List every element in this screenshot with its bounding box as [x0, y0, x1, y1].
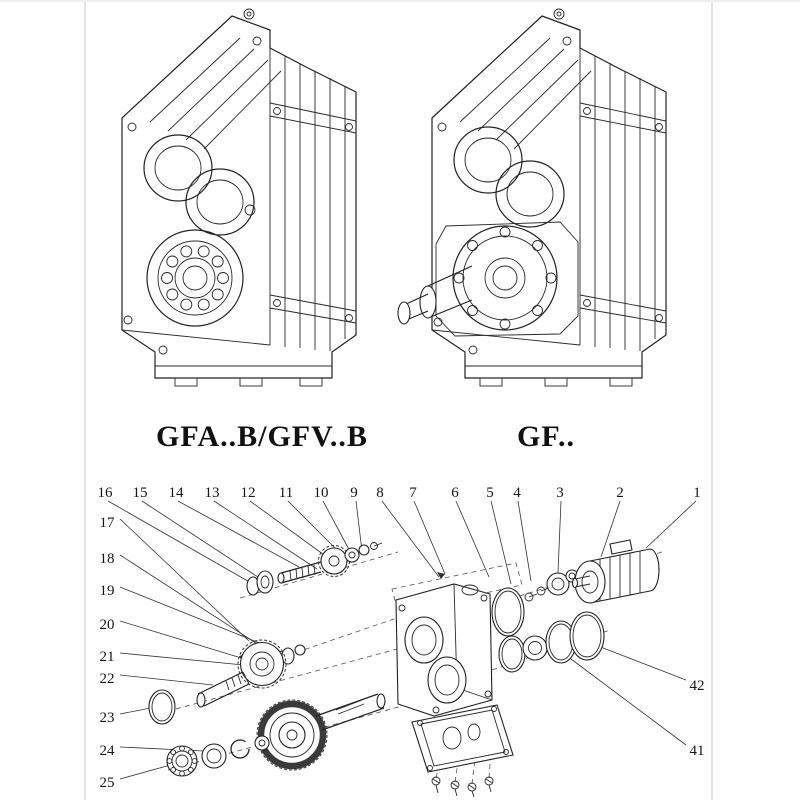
- output-shaft: [397, 265, 473, 325]
- gearbox-gfab-drawing: [121, 8, 357, 387]
- part-number-7: 7: [409, 485, 417, 501]
- gearbox-gf-drawing: [397, 8, 667, 387]
- part-number-41: 41: [690, 743, 705, 759]
- part-number-6: 6: [451, 485, 459, 501]
- gasket-and-screws: [411, 704, 514, 798]
- part-number-24: 24: [100, 743, 116, 759]
- part-number-8: 8: [376, 485, 384, 501]
- part-number-12: 12: [241, 485, 256, 501]
- gear-housing: [395, 583, 493, 717]
- part-number-4: 4: [513, 485, 521, 501]
- part-number-2: 2: [616, 485, 624, 501]
- motor: [571, 539, 660, 604]
- leader-lines: [107, 500, 697, 780]
- output-gear-assembly: [256, 693, 386, 771]
- model-label-gfab: GFA..B/GFV..B: [156, 420, 368, 453]
- part-number-19: 19: [100, 583, 115, 599]
- part-number-18: 18: [100, 551, 115, 567]
- part-number-25: 25: [100, 775, 115, 791]
- bearing-balls: [161, 245, 229, 311]
- part-number-15: 15: [133, 485, 148, 501]
- part-number-42: 42: [690, 678, 705, 694]
- part-number-16: 16: [98, 485, 114, 501]
- part-number-23: 23: [100, 710, 115, 726]
- part-numbers-top: 16 15 14 13 12 11 10 9 8 7 6 5 4 3 2 1: [98, 485, 701, 501]
- part-number-20: 20: [100, 617, 115, 633]
- part-number-17: 17: [100, 515, 116, 531]
- part-number-13: 13: [205, 485, 220, 501]
- part-number-21: 21: [100, 649, 115, 665]
- part-number-1: 1: [693, 485, 701, 501]
- part-number-11: 11: [279, 485, 293, 501]
- input-shaft-assembly: [246, 542, 383, 596]
- ring-set: [498, 611, 605, 673]
- model-label-gf: GF..: [517, 420, 575, 453]
- exploded-view-drawing: 16 15 14 13 12 11 10 9 8 7 6 5 4 3 2 1 1…: [98, 485, 705, 798]
- part-number-10: 10: [314, 485, 329, 501]
- flange-bolt-holes: [453, 226, 557, 330]
- part-number-14: 14: [169, 485, 185, 501]
- part-number-5: 5: [486, 485, 494, 501]
- bottom-bearing-set: [166, 735, 270, 777]
- part-number-9: 9: [350, 485, 358, 501]
- part-numbers-right: 42 41: [690, 678, 705, 759]
- part-numbers-left: 17 18 19 20 21 22 23 24 25: [100, 515, 116, 791]
- seal-and-bearing-set: [491, 569, 579, 637]
- part-number-3: 3: [556, 485, 564, 501]
- intermediate-gear-cluster: [148, 639, 306, 725]
- part-number-22: 22: [100, 671, 115, 687]
